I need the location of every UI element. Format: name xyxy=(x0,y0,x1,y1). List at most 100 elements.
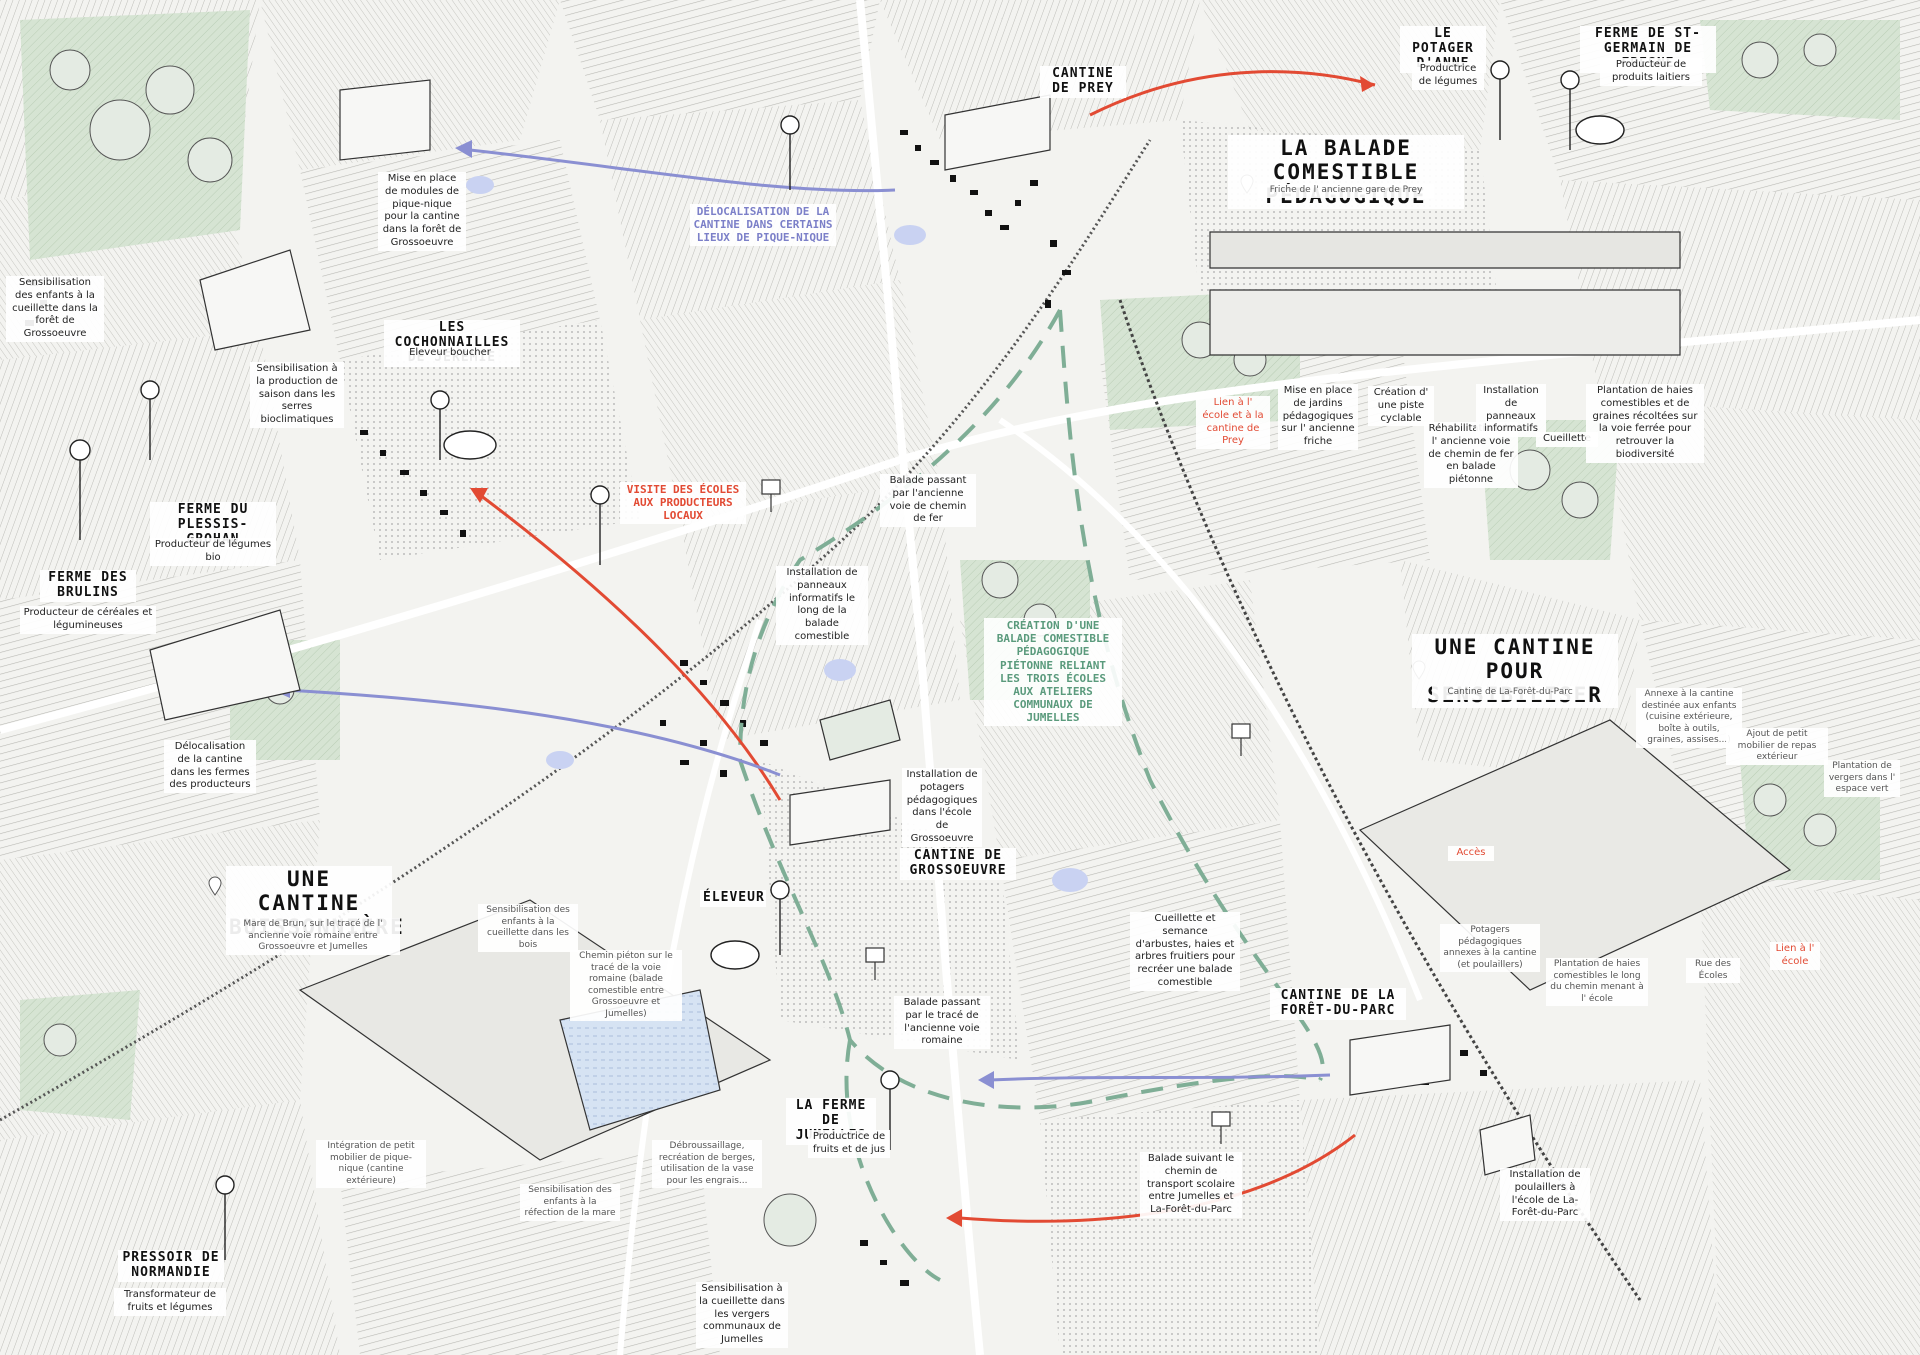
scene-blocks xyxy=(149,79,1792,1176)
info-panel-icon xyxy=(761,479,781,495)
person xyxy=(590,485,610,505)
sensib-note-acces: Accès xyxy=(1448,846,1494,861)
balade-note-haies: Plantation de haies comestibles et de gr… xyxy=(1586,384,1704,463)
buiss-note-mobilier: Intégration de petit mobilier de pique-n… xyxy=(316,1140,426,1189)
sensib-note-annexe: Annexe à la cantine destinée aux enfants… xyxy=(1636,688,1742,748)
arrow-foret-to-ecole xyxy=(989,1073,1331,1082)
pond xyxy=(466,176,494,194)
place-ferme-brulins: FERME DES BRULINS xyxy=(40,570,136,602)
sensib-note-haies: Plantation de haies comestibles le long … xyxy=(1546,958,1648,1007)
balade-scene xyxy=(1209,231,1681,269)
subtitle-sensibiliser: Cantine de La-Forêt-du-Parc xyxy=(1432,686,1588,700)
person xyxy=(880,1070,900,1090)
arrow-grossoeuvre-to-cochon xyxy=(479,493,782,801)
buiss-note-chemin: Chemin piéton sur le tracé de la voie ro… xyxy=(570,950,682,1022)
person xyxy=(780,115,800,135)
road xyxy=(998,417,1423,1002)
balade-trail xyxy=(738,309,1325,1282)
note-delocalisation-fermes: Délocalisation de la cantine dans les fe… xyxy=(164,740,256,794)
pond xyxy=(824,659,856,681)
balade-scene xyxy=(1209,289,1681,356)
info-panel-icon xyxy=(1211,1111,1231,1127)
buiss-note-debroussaillage: Débroussaillage, recréation de berges, u… xyxy=(652,1140,762,1189)
pond xyxy=(1052,868,1088,892)
subtitle-brulins: Producteur de céréales et légumineuses xyxy=(20,606,156,634)
person xyxy=(1560,70,1580,90)
sensib-note-rue: Rue des Écoles xyxy=(1686,958,1740,984)
arrowhead xyxy=(946,1209,962,1227)
arrowhead xyxy=(1360,76,1375,92)
place-pressoir: PRESSOIR DE NORMANDIE xyxy=(118,1250,224,1282)
cow xyxy=(443,430,497,460)
green-field xyxy=(20,990,140,1120)
info-panel-icon xyxy=(865,947,885,963)
accent-visite: VISITE DES ÉCOLES AUX PRODUCTEURS LOCAUX xyxy=(620,482,746,524)
cow xyxy=(1575,115,1625,145)
sensib-note-potagers: Potagers pédagogiques annexes à la canti… xyxy=(1440,924,1540,973)
green-field xyxy=(1700,20,1900,120)
subtitle-buissonniere: Mare de Brun, sur le tracé de l' ancienn… xyxy=(226,918,400,955)
field xyxy=(560,0,880,120)
greenhouse xyxy=(199,249,311,351)
note-pique-nique: Mise en place de modules de pique-nique … xyxy=(378,172,466,251)
road xyxy=(617,619,763,1355)
place-eleveur: ÉLEVEUR xyxy=(700,890,766,907)
info-panel-icon xyxy=(1231,723,1251,739)
field xyxy=(1040,1100,1320,1355)
sensib-note-mobilier: Ajout de petit mobilier de repas extérie… xyxy=(1726,728,1828,765)
location-pin-icon xyxy=(208,876,222,896)
balade-note-jardins: Mise en place de jardins pédagogiques su… xyxy=(1278,384,1358,450)
person xyxy=(430,390,450,410)
person xyxy=(1490,60,1510,80)
subtitle-potager-anne: Productrice de légumes xyxy=(1412,62,1484,90)
subtitle-cochonnailles: Eleveur boucher xyxy=(402,346,498,361)
arrowhead xyxy=(470,488,488,503)
cantine-foret xyxy=(1349,1024,1451,1096)
balade-note-lien: Lien à l' école et à la cantine de Prey xyxy=(1196,396,1270,450)
arrow-prey-to-anne xyxy=(1089,70,1376,117)
subtitle-jumelles: Productrice de fruits et de jus xyxy=(808,1130,890,1158)
note-poulaillers: Installation de poulaillers à l'école de… xyxy=(1500,1168,1590,1222)
buiss-note-sensib-bois: Sensibilisation des enfants à la cueille… xyxy=(478,904,578,953)
note-balade-fer: Balade passant par l'ancienne voie de ch… xyxy=(880,474,976,528)
title-balade: LA BALADE COMESTIBLE PÉDAGOGIQUE xyxy=(1228,135,1464,210)
balade-note-panneaux: Installation de panneaux informatifs xyxy=(1476,384,1546,438)
road xyxy=(856,0,984,1355)
potager-grossoeuvre xyxy=(819,699,901,761)
field xyxy=(640,280,940,520)
arrow-prey-to-foret xyxy=(469,148,896,193)
person xyxy=(215,1175,235,1195)
subtitle-pressoir: Transformateur de fruits et légumes xyxy=(114,1288,226,1316)
note-cueillette-semence: Cueillette et semance d'arbustes, haies … xyxy=(1130,912,1240,991)
person xyxy=(770,880,790,900)
sensib-note-vergers: Plantation de vergers dans l' espace ver… xyxy=(1824,760,1900,797)
person xyxy=(140,380,160,400)
farm-figures xyxy=(69,60,1625,1260)
flow-arrows xyxy=(272,70,1376,1227)
note-potagers-grossoeuvre: Installation de potagers pédagogiques da… xyxy=(902,768,982,847)
cantine-grossoeuvre xyxy=(789,779,891,846)
poultry-shed xyxy=(1479,1114,1536,1176)
note-cueillette-foret: Sensibilisation des enfants à la cueille… xyxy=(6,276,104,342)
person xyxy=(69,439,91,461)
place-cantine-grossoeuvre: CANTINE DE GROSSOEUVRE xyxy=(900,848,1016,880)
place-cantine-foret: CANTINE DE LA FORÊT-DU-PARC xyxy=(1270,988,1406,1020)
water-ponds xyxy=(466,176,1088,892)
railway xyxy=(1118,299,1642,1301)
subtitle-balade: Friche de l' ancienne gare de Prey xyxy=(1258,184,1434,198)
picnic-module xyxy=(339,79,431,161)
pond xyxy=(546,751,574,769)
place-cantine-prey: CANTINE DE PREY xyxy=(1040,66,1126,98)
balade-note-cueillette: Cueillette xyxy=(1536,432,1598,447)
cow xyxy=(710,940,760,970)
field xyxy=(1700,880,1920,1355)
field xyxy=(0,1100,340,1355)
subtitle-st-germain: Producteur de produits laitiers xyxy=(1600,58,1702,86)
note-balade-romaine: Balade passant par le tracé de l'ancienn… xyxy=(894,996,990,1050)
info-panels xyxy=(761,479,1251,1144)
buiss-note-mare: Sensibilisation des enfants à la réfecti… xyxy=(520,1184,620,1221)
farm-shed xyxy=(149,609,301,721)
note-serres: Sensibilisation à la production de saiso… xyxy=(250,362,344,428)
